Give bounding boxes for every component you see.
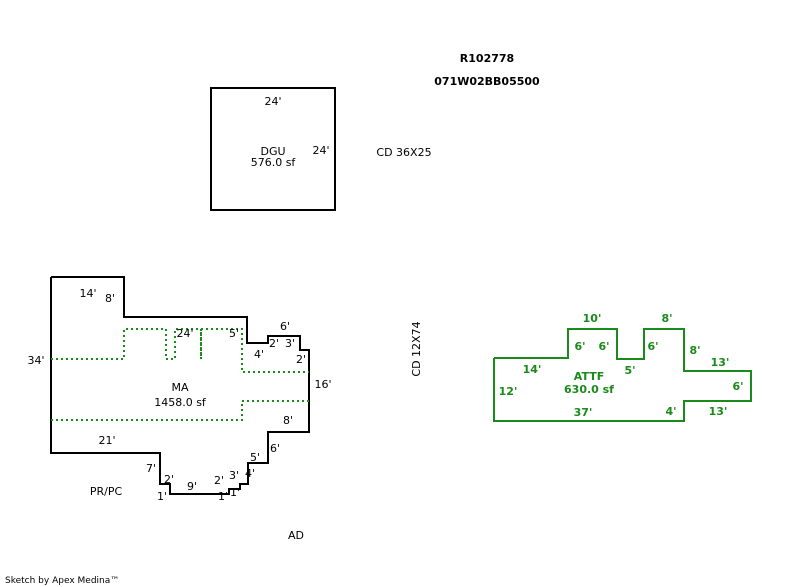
ma-dashed-divisions [51,328,309,421]
attf-dim-12: 12' [499,385,518,398]
ma-dim-3-b: 3' [229,469,239,482]
ma-dim-1-c: 1' [157,490,167,503]
ma-dim-34: 34' [27,354,44,367]
ma-dim-2-b: 2' [296,353,306,366]
ma-dim-1-a: 1' [230,486,240,499]
ad-note: AD [288,529,304,542]
ma-dim-6-top: 6' [280,320,290,333]
ma-dim-24: 24' [176,327,193,340]
ma-dim-1-b: 1' [218,490,228,503]
dgu-dim-right: 24' [312,144,329,157]
attf-outline [493,328,752,422]
ma-dim-9: 9' [187,480,197,493]
ma-name: MA [171,381,188,394]
ma-dim-14: 14' [79,287,96,300]
sketch-credit: Sketch by Apex Medina™ [5,576,119,586]
attf-dim-6-a: 6' [574,340,585,353]
attf-dim-6-b: 6' [598,340,609,353]
attf-dim-13-top: 13' [711,356,730,369]
attf-dim-37: 37' [574,406,593,419]
attf-dim-6-right: 6' [732,380,743,393]
attf-area: 630.0 sf [564,383,614,396]
attf-dim-14: 14' [523,363,542,376]
ma-dim-8-top: 8' [105,292,115,305]
ma-dim-5-right: 5' [250,451,260,464]
attf-dim-8-right: 8' [689,344,700,357]
attf-dim-10: 10' [583,312,602,325]
prpc-note: PR/PC [90,485,123,498]
dgu-outline [210,87,336,211]
ma-dim-21: 21' [98,434,115,447]
ma-dim-6-right: 6' [270,442,280,455]
cd-note-2: CD 12X74 [410,321,423,376]
dgu-dim-top: 24' [264,95,281,108]
ma-outline [50,276,310,495]
ma-dim-2-a: 2' [269,337,279,350]
attf-dim-5: 5' [624,364,635,377]
parcel-number: 071W02BB05500 [434,75,540,88]
attf-dim-4: 4' [665,405,676,418]
ma-dim-5-top: 5' [229,327,239,340]
ma-dim-16: 16' [314,378,331,391]
attf-name: ATTF [574,370,604,383]
ma-dim-2-d: 2' [164,473,174,486]
attf-dim-6-c: 6' [647,340,658,353]
attf-dim-13-bottom: 13' [709,405,728,418]
ma-area: 1458.0 sf [154,396,207,409]
ma-dim-7: 7' [146,462,156,475]
ma-dim-4-a: 4' [254,348,264,361]
ma-dim-3-a: 3' [285,337,295,350]
ma-dim-2-c: 2' [214,474,224,487]
account-number: R102778 [460,52,514,65]
ma-dim-4-b: 4' [245,467,255,480]
dgu-name: DGU [260,145,285,158]
cd-note-1: CD 36X25 [376,146,431,159]
attf-dim-8-top: 8' [661,312,672,325]
dgu-area: 576.0 sf [251,156,297,169]
ma-dim-8-right: 8' [283,414,293,427]
